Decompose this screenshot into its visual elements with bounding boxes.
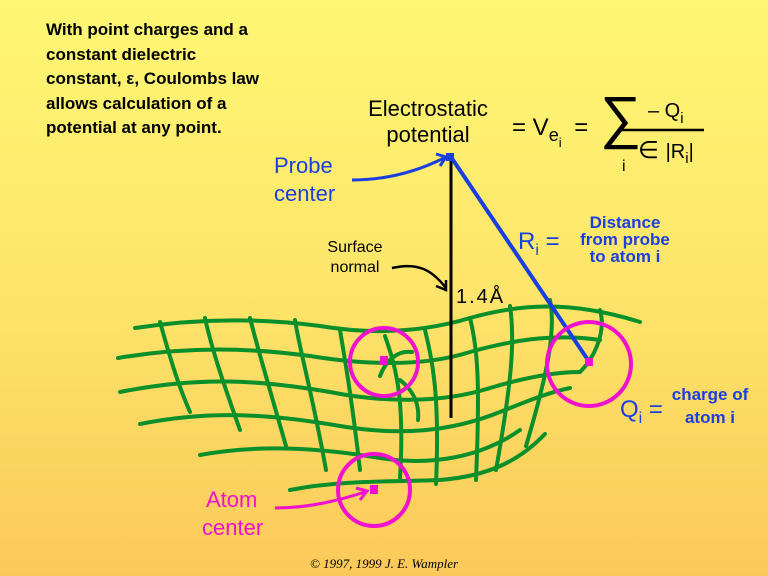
epsilon-symbol: ∈ (638, 137, 659, 164)
sum-symbol: ∑ (600, 85, 642, 150)
atom-center-marker (370, 485, 378, 494)
probe-label-line: center (274, 181, 336, 206)
probe-pointer-arrow (351, 156, 445, 182)
fraction-numerator: – Qi (648, 100, 684, 127)
surface-normal-label: Surface normal (316, 238, 394, 278)
v-subscript: e (548, 125, 559, 145)
denominator-r: |R (665, 141, 686, 163)
atom-pointer-arrow (274, 490, 366, 510)
numerator-text: – Q (648, 100, 681, 122)
intro-line: With point charges and a (46, 20, 248, 39)
intro-line: constant, ε, Coulombs law (46, 69, 260, 88)
equation-label-line: potential (386, 122, 470, 147)
atom-circle (336, 452, 412, 528)
probe-center-marker (446, 153, 454, 161)
surface-normal-pointer-arrow (391, 264, 447, 289)
electrostatic-potential-label: Electrostatic potential (348, 96, 508, 148)
equation-v-term: = Vei = (512, 114, 589, 150)
qi-subscript: i (638, 410, 643, 427)
distance-line: Distance (589, 213, 661, 232)
ri-symbol: R (518, 228, 536, 255)
distance-line: to atom i (589, 247, 661, 266)
surface-label-line: normal (330, 259, 380, 276)
intro-text: With point charges and a constant dielec… (46, 18, 346, 141)
atom-label-line: Atom (206, 487, 258, 512)
charge-line: atom i (684, 408, 736, 427)
fraction-denominator: ∈ |Ri| (638, 136, 694, 167)
qi-equals: = (648, 396, 663, 423)
ri-equals: = (545, 228, 560, 255)
charge-description: charge of atom i (662, 386, 758, 426)
molecular-surface-mesh (116, 298, 642, 492)
ri-subscript: i (535, 242, 539, 259)
equals-v: = V (512, 114, 549, 141)
copyright-notice: © 1997, 1999 J. E. Wampler (309, 556, 459, 571)
v-subsubscript: i (558, 135, 562, 150)
qi-symbol: Q (620, 396, 639, 423)
atom-center-marker (380, 356, 388, 365)
qi-symbol-label: Qi = (620, 396, 663, 427)
denominator-subscript: i (685, 150, 689, 167)
probe-label-line: Probe (274, 153, 333, 178)
equation-label-line: Electrostatic (368, 96, 488, 121)
probe-distance-line (449, 155, 590, 362)
denominator-close: | (688, 141, 694, 163)
charge-line: charge of (671, 385, 749, 404)
probe-center-label: Probe center (274, 152, 335, 208)
atom-center-marker (585, 358, 593, 366)
numerator-subscript: i (680, 110, 684, 127)
intro-line: allows calculation of a (46, 93, 227, 113)
sum-index: i (622, 158, 626, 175)
normal-distance-label: 1.4Å (456, 286, 506, 308)
atom-center-label: Atom center (202, 486, 263, 542)
ri-symbol-label: Ri = (518, 228, 560, 259)
atom-circle (545, 320, 633, 408)
atom-label-line: center (202, 515, 264, 540)
distance-line: from probe (580, 230, 670, 249)
equals-sign: = (574, 114, 589, 141)
distance-description: Distance from probe to atom i (568, 214, 682, 265)
intro-line: potential at any point. (46, 118, 222, 137)
surface-label-line: Surface (327, 239, 383, 256)
atom-circle (348, 326, 420, 398)
intro-line: constant dielectric (46, 44, 197, 64)
